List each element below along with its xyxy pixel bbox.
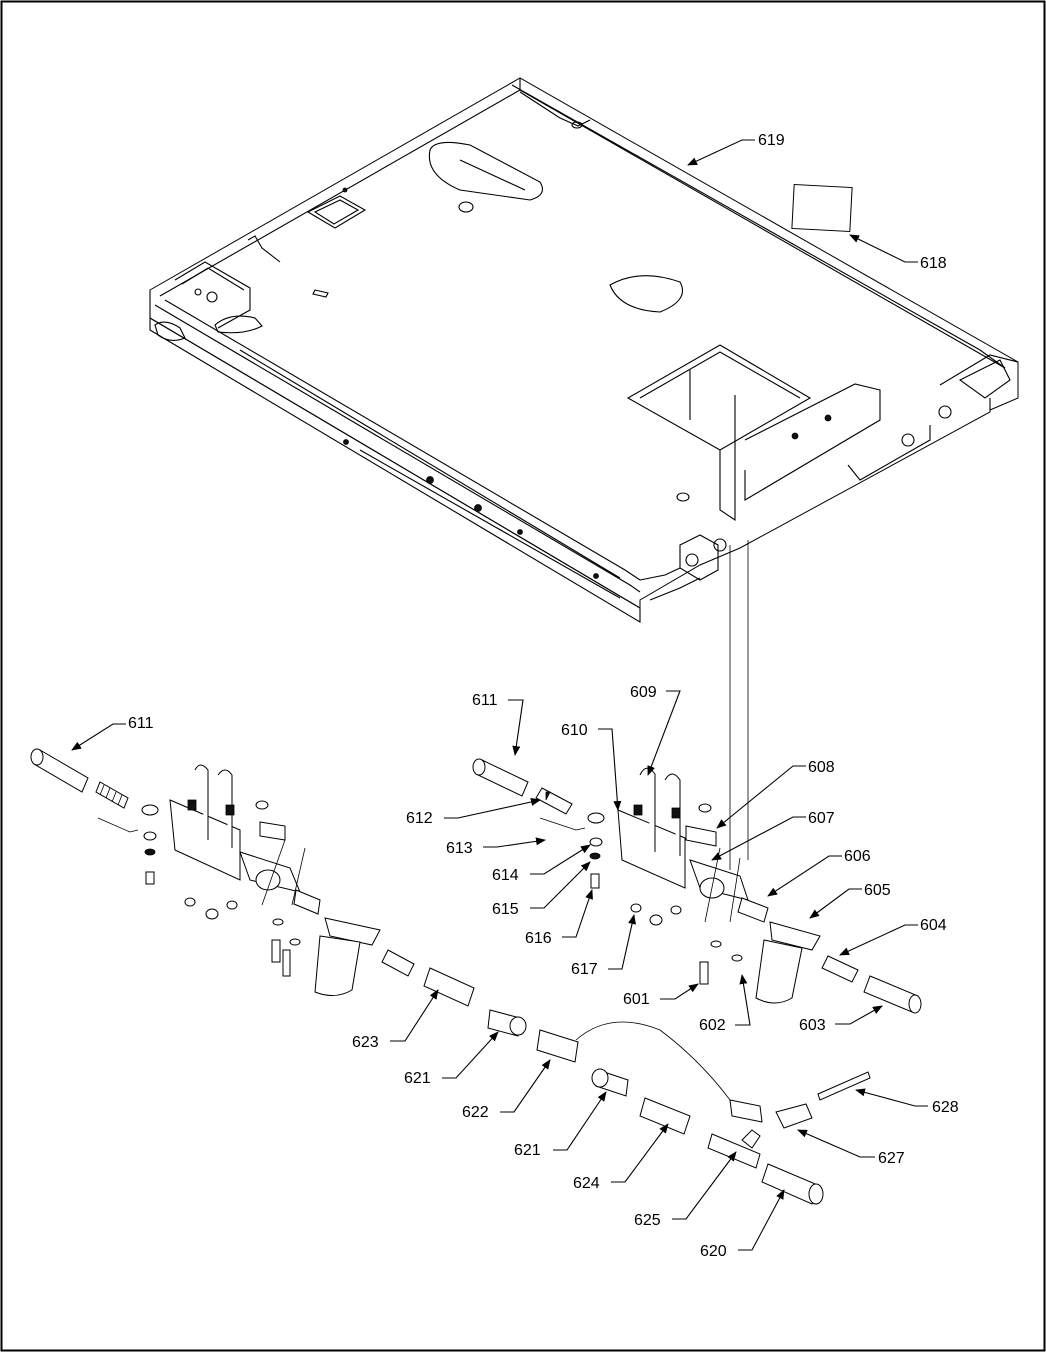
callout-615: 615 <box>492 901 519 918</box>
callout-603: 603 <box>799 1017 826 1034</box>
callout-612: 612 <box>406 810 433 827</box>
callout-627: 627 <box>878 1150 905 1167</box>
callout-622: 622 <box>462 1104 489 1121</box>
callout-601: 601 <box>623 991 650 1008</box>
right-slide-assembly <box>472 758 922 1014</box>
callout-623: 623 <box>352 1034 379 1051</box>
decal-618 <box>791 183 853 233</box>
callout-606: 606 <box>844 848 871 865</box>
callout-621-right: 621 <box>514 1142 541 1159</box>
callout-621-left: 621 <box>404 1070 431 1087</box>
callout-618: 618 <box>920 255 947 272</box>
callout-610: 610 <box>561 722 588 739</box>
callout-607: 607 <box>808 810 835 827</box>
callout-614: 614 <box>492 867 519 884</box>
callout-616: 616 <box>525 930 552 947</box>
callout-labels: 619 618 611 611 609 610 608 607 606 605 … <box>128 132 959 1260</box>
callout-602: 602 <box>699 1017 726 1034</box>
left-slide-assembly <box>30 748 871 1205</box>
callout-620: 620 <box>700 1243 727 1260</box>
callout-leaders <box>71 139 928 1251</box>
seat-base-frame <box>149 77 1019 870</box>
callout-611-right: 611 <box>472 692 498 709</box>
callout-624: 624 <box>573 1175 600 1192</box>
callout-604: 604 <box>920 917 947 934</box>
callout-617: 617 <box>571 961 598 978</box>
callout-619: 619 <box>758 132 785 149</box>
callout-611-left: 611 <box>128 715 154 732</box>
callout-605: 605 <box>864 882 891 899</box>
callout-609: 609 <box>630 684 657 701</box>
callout-613: 613 <box>446 840 473 857</box>
callout-625: 625 <box>634 1212 661 1229</box>
callout-628: 628 <box>932 1099 959 1116</box>
callout-608: 608 <box>808 759 835 776</box>
